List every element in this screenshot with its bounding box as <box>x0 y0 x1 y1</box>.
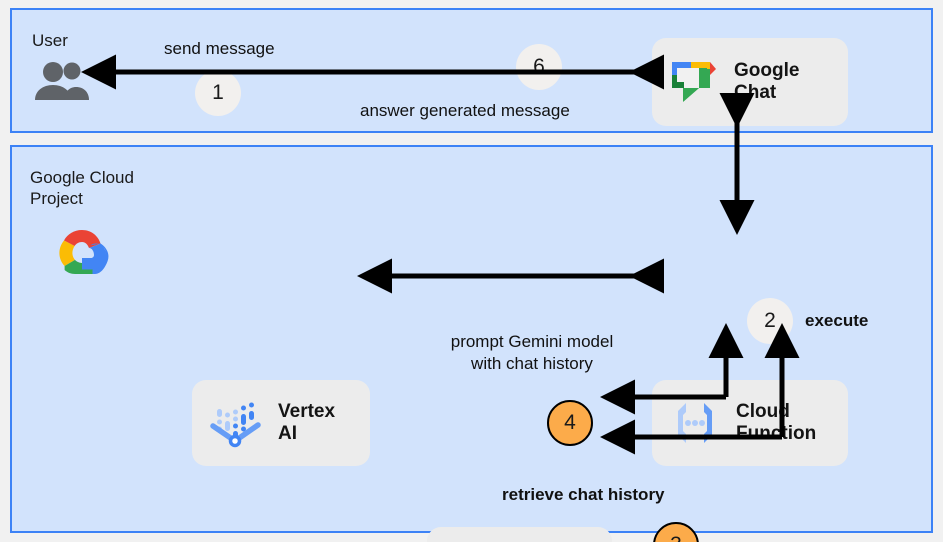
user-people-icon <box>35 62 89 100</box>
card-vertex-ai-label: Vertex AI <box>278 401 336 444</box>
panel-google-cloud-project: Google Cloud Project <box>10 145 933 542</box>
panel-user: User send message answer generated messa… <box>10 8 933 133</box>
step-badge-1: 1 <box>195 70 241 116</box>
vertex-ai-icon <box>210 402 261 448</box>
edge-label-execute: execute <box>805 311 869 330</box>
card-google-chat[interactable]: Google Chat <box>652 38 848 126</box>
step-badge-6: 6 <box>516 44 562 90</box>
edge-label-answer-generated-message: answer generated message <box>360 101 570 120</box>
edge-label-prompt-gemini: prompt Gemini model with chat history <box>450 332 614 374</box>
step-badge-4: 4 <box>547 400 593 446</box>
card-cloud-function[interactable]: Cloud Function <box>652 380 848 466</box>
edge-label-retrieve-chat-history: retrieve chat history <box>502 485 665 504</box>
panel-user-title: User <box>32 31 68 50</box>
cloud-functions-icon <box>678 403 712 443</box>
card-firestore[interactable]: Firestore <box>427 527 612 542</box>
step-badge-2: 2 <box>747 298 793 344</box>
card-cloud-function-label: Cloud Function <box>736 401 817 444</box>
step-badge-3: 3 <box>653 522 699 542</box>
edge-label-send-message: send message <box>164 39 275 58</box>
card-vertex-ai[interactable]: Vertex AI <box>192 380 370 466</box>
google-cloud-logo-icon <box>59 230 109 274</box>
card-google-chat-label: Google Chat <box>734 60 800 103</box>
panel-gcp-title: Google Cloud Project <box>30 168 134 209</box>
google-chat-icon <box>672 62 716 102</box>
